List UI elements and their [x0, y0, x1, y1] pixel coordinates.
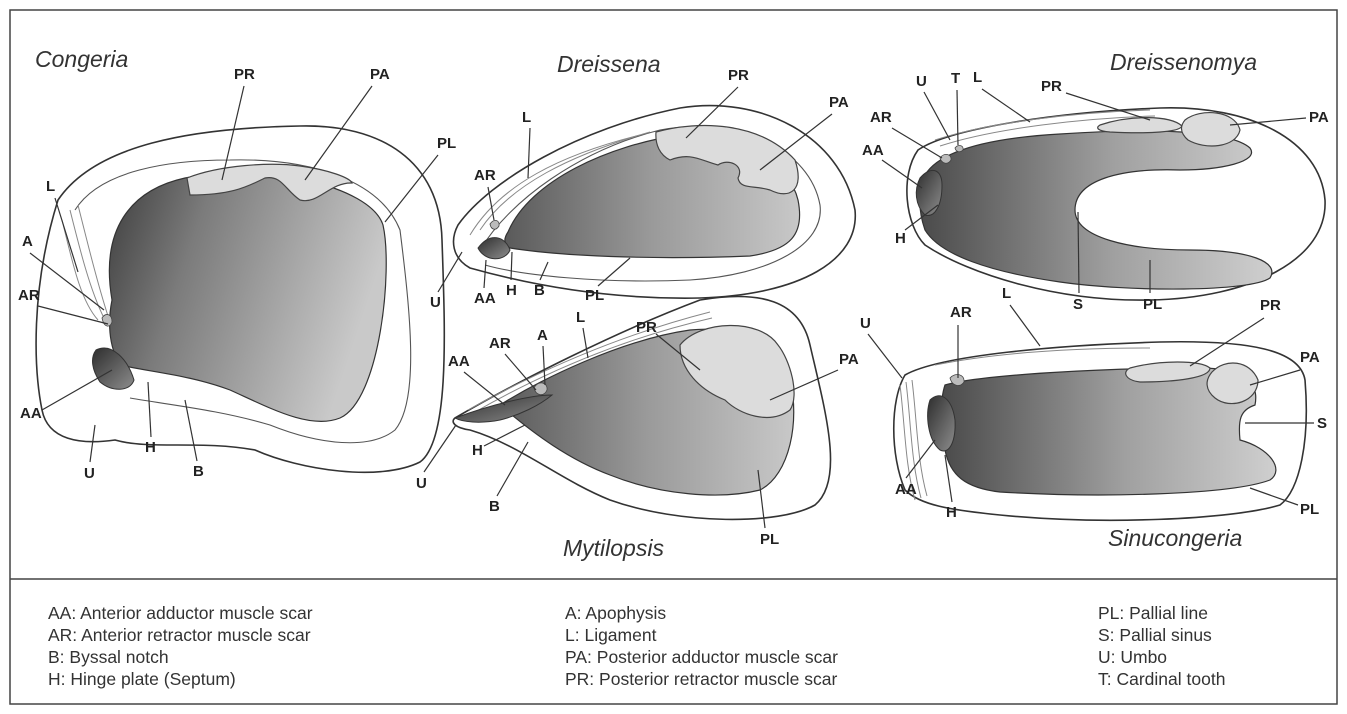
label-pr: PR: [728, 67, 749, 84]
label-a: A: [22, 233, 33, 250]
label-aa: AA: [895, 481, 917, 498]
label-u: U: [416, 475, 427, 492]
label-a: A: [537, 327, 548, 344]
label-l: L: [46, 178, 55, 195]
label-ar: AR: [870, 109, 892, 126]
label-pa: PA: [839, 351, 859, 368]
label-h: H: [895, 230, 906, 247]
label-pr: PR: [1041, 78, 1062, 95]
label-t: T: [951, 70, 960, 87]
dreissena-shell: [454, 106, 856, 299]
label-ar: AR: [489, 335, 511, 352]
legend-item: PR: Posterior retractor muscle scar: [565, 669, 837, 689]
legend-item: L: Ligament: [565, 625, 657, 645]
label-pr: PR: [1260, 297, 1281, 314]
legend-item: U: Umbo: [1098, 647, 1167, 667]
label-ar: AR: [18, 287, 40, 304]
legend-item: AR: Anterior retractor muscle scar: [48, 625, 311, 645]
legend-item: B: Byssal notch: [48, 647, 169, 667]
label-pa: PA: [829, 94, 849, 111]
label-aa: AA: [474, 290, 496, 307]
label-pl: PL: [1143, 296, 1162, 313]
legend-item: PL: Pallial line: [1098, 603, 1208, 623]
legend-item: A: Apophysis: [565, 603, 666, 623]
label-pr: PR: [636, 319, 657, 336]
label-pa: PA: [1300, 349, 1320, 366]
label-aa: AA: [448, 353, 470, 370]
label-l: L: [522, 109, 531, 126]
label-pl: PL: [437, 135, 456, 152]
legend-item: T: Cardinal tooth: [1098, 669, 1225, 689]
dreissenomya-shell: [907, 108, 1325, 300]
legend-item: PA: Posterior adductor muscle scar: [565, 647, 838, 667]
label-b: B: [489, 498, 500, 515]
label-u: U: [916, 73, 927, 90]
label-pr: PR: [234, 66, 255, 83]
congeria-shell: [36, 126, 444, 472]
legend: AA: Anterior adductor muscle scar AR: An…: [48, 603, 1225, 689]
genus-mytilopsis: Mytilopsis: [563, 535, 664, 561]
label-h: H: [472, 442, 483, 459]
label-pa: PA: [1309, 109, 1329, 126]
label-s: S: [1317, 415, 1327, 432]
label-aa: AA: [20, 405, 42, 422]
label-pl: PL: [1300, 501, 1319, 518]
label-h: H: [506, 282, 517, 299]
legend-item: S: Pallial sinus: [1098, 625, 1212, 645]
genus-dreissena: Dreissena: [557, 51, 661, 77]
genus-congeria: Congeria: [35, 46, 128, 72]
genus-dreissenomya: Dreissenomya: [1110, 49, 1257, 75]
label-s: S: [1073, 296, 1083, 313]
label-l: L: [973, 69, 982, 86]
label-pa: PA: [370, 66, 390, 83]
label-u: U: [860, 315, 871, 332]
sinucongeria-shell: [894, 342, 1307, 520]
legend-item: H: Hinge plate (Septum): [48, 669, 236, 689]
label-pl: PL: [760, 531, 779, 548]
label-h: H: [145, 439, 156, 456]
label-l: L: [576, 309, 585, 326]
label-u: U: [84, 465, 95, 482]
label-h: H: [946, 504, 957, 521]
label-b: B: [534, 282, 545, 299]
label-pl: PL: [585, 287, 604, 304]
label-aa: AA: [862, 142, 884, 159]
label-l: L: [1002, 285, 1011, 302]
label-ar: AR: [474, 167, 496, 184]
legend-item: AA: Anterior adductor muscle scar: [48, 603, 313, 623]
genus-sinucongeria: Sinucongeria: [1108, 525, 1242, 551]
label-u: U: [430, 294, 441, 311]
label-ar: AR: [950, 304, 972, 321]
label-b: B: [193, 463, 204, 480]
